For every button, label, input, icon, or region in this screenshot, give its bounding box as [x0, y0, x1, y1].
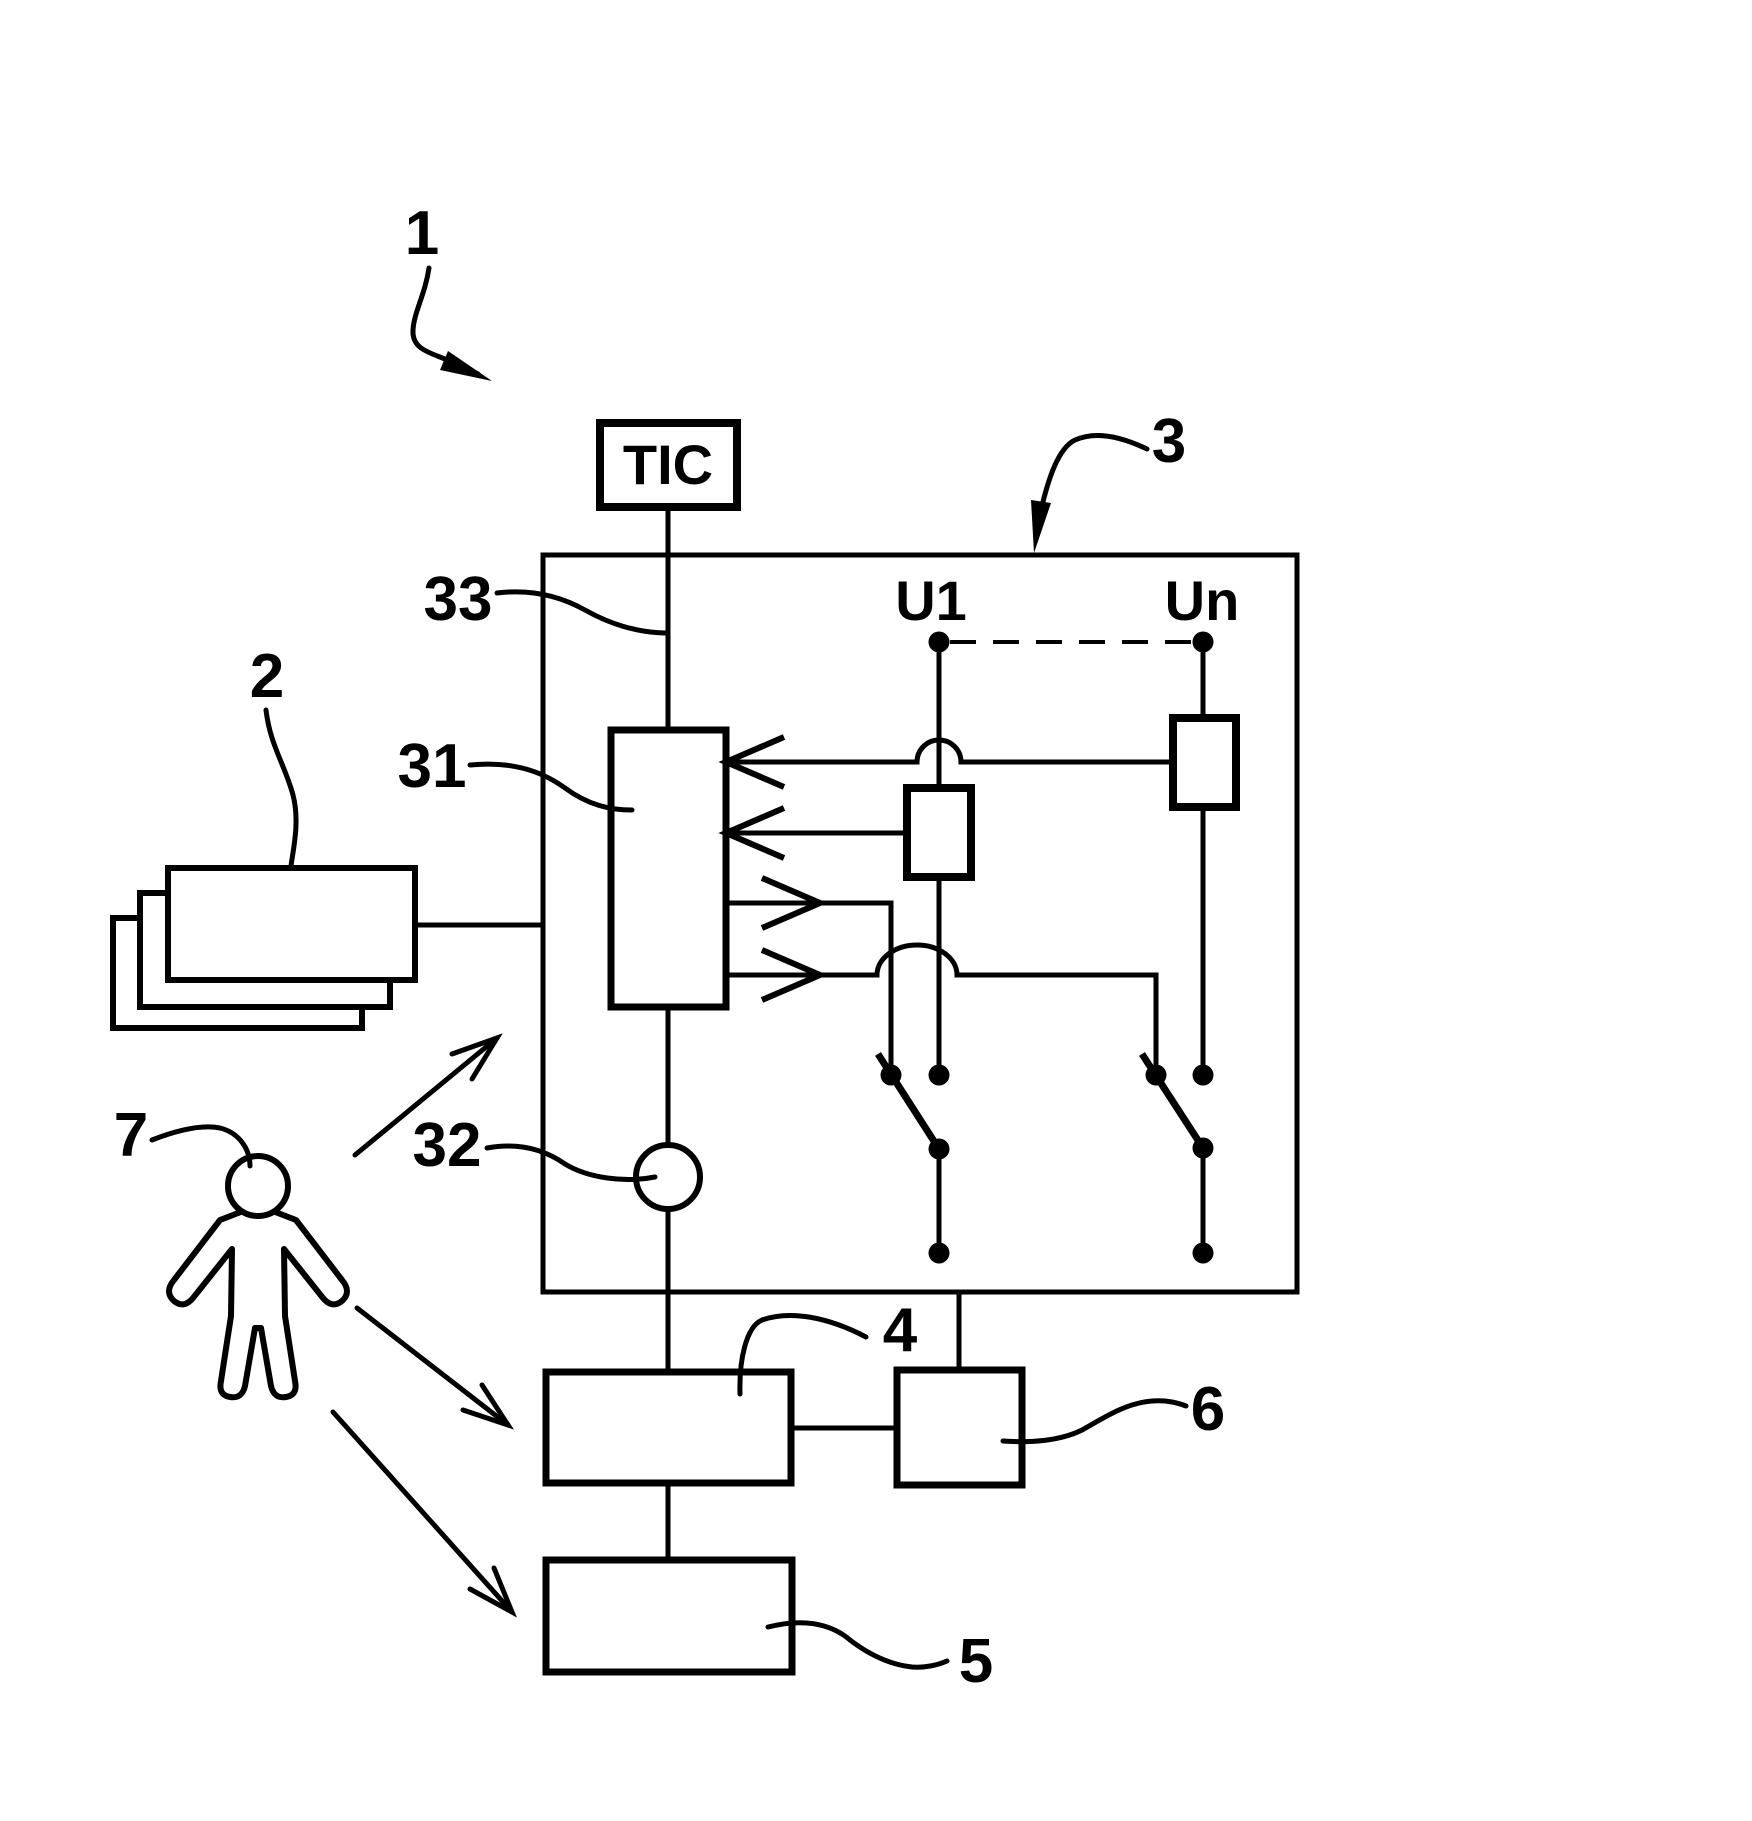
ref6-label: 6: [1191, 1375, 1225, 1444]
ref3-leader: [1034, 432, 1150, 538]
tic-label: TIC: [623, 433, 713, 496]
ref7-label: 7: [114, 1101, 148, 1170]
arrowhead-right-2: [760, 947, 828, 1003]
ref5-leader: [765, 1620, 950, 1670]
ref2-leader: [263, 707, 299, 869]
box-4: [542, 1368, 795, 1487]
u1-sensor-box: [903, 784, 975, 881]
document-stack: [110, 865, 418, 1031]
arrow-to-controller: [352, 1033, 503, 1158]
arrow-to-box4: [354, 1305, 514, 1430]
controller-box: [607, 726, 730, 1011]
switch1-blade: [875, 1052, 942, 1151]
ref31-label: 31: [398, 732, 467, 801]
arrow-to-box5: [330, 1409, 517, 1618]
control-line-switch1: [726, 875, 894, 1075]
ref32-leader: [484, 1143, 658, 1182]
person-figure: [166, 1153, 350, 1401]
ref31-leader: [467, 761, 635, 813]
leader-lines: [149, 265, 1189, 1670]
box-5: [542, 1556, 796, 1676]
ref7-leader: [149, 1124, 253, 1169]
ref33-label: 33: [424, 565, 493, 634]
control-line-switch2: [726, 942, 1159, 1075]
signal-line-un-to-controller: [718, 734, 1173, 790]
ref4-label: 4: [883, 1296, 918, 1365]
un-sensor-box: [1169, 714, 1240, 811]
ref5-label: 5: [959, 1627, 993, 1696]
ref6-leader: [1000, 1398, 1189, 1445]
ref3-arrowhead: [1031, 500, 1051, 553]
ref1-arrowhead: [440, 351, 492, 381]
arrowhead-right-1: [760, 875, 828, 931]
u1-label: U1: [895, 569, 967, 632]
ref3-label: 3: [1152, 407, 1186, 476]
switch2-contact-right-dot: [1192, 1064, 1214, 1086]
switch2-bottom-dot: [1192, 1242, 1214, 1264]
ref1-label: 1: [405, 199, 439, 268]
arrowhead-left-1: [718, 734, 786, 790]
ref33-leader: [494, 589, 668, 636]
ref2-label: 2: [250, 642, 284, 711]
stack-sheet-front: [165, 865, 418, 983]
person-arrows: [330, 1033, 517, 1618]
switch1-bottom-dot: [928, 1242, 950, 1264]
un-label: Un: [1165, 569, 1240, 632]
switch-1: [875, 1052, 950, 1264]
box-6: [893, 1366, 1026, 1489]
switch1-contact-right-dot: [928, 1064, 950, 1086]
switch2-blade: [1139, 1052, 1206, 1150]
person-body: [166, 1207, 350, 1401]
signal-line-u1-to-controller: [718, 805, 907, 861]
ref32-label: 32: [413, 1111, 482, 1180]
ref4-leader: [737, 1313, 869, 1397]
person-head: [225, 1153, 291, 1219]
switch-2: [1139, 1052, 1214, 1264]
arrowhead-left-2: [718, 805, 786, 861]
